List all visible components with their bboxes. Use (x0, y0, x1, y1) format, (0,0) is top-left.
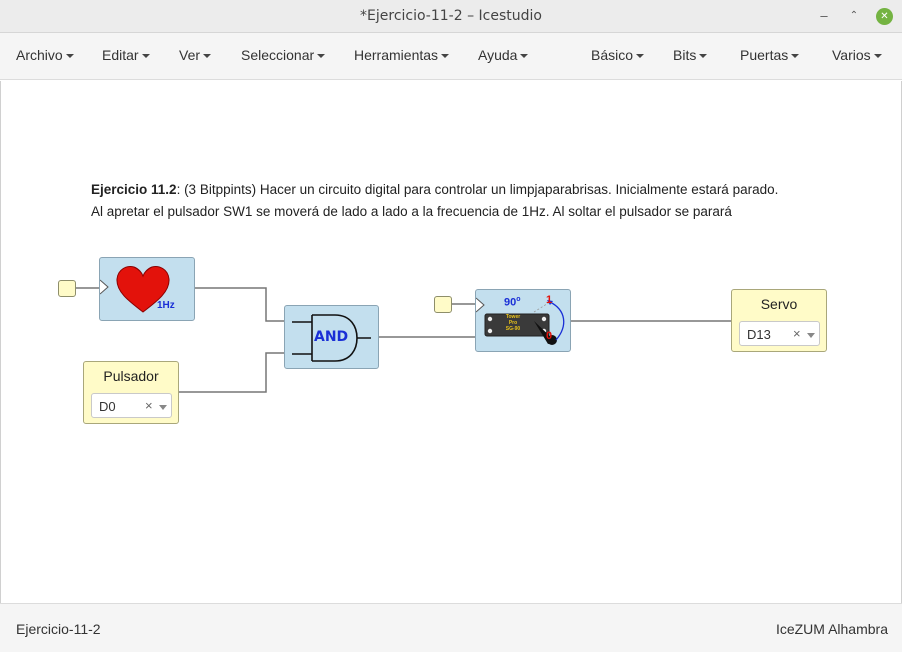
window-title: *Ejercicio-11-2 – Icestudio (360, 8, 542, 24)
caret-down-icon (636, 54, 645, 59)
caret-down-icon (141, 54, 150, 59)
statement-line1: : (3 Bitppints) Hacer un circuito digita… (176, 182, 779, 197)
menu-herramientas[interactable]: Herramientas (354, 47, 450, 63)
caret-down-icon (203, 54, 212, 59)
servo-chip-label: Tower Pro SG-90 (505, 314, 521, 332)
and-gate-icon (292, 314, 371, 362)
statement-line2: Al apretar el pulsador SW1 se moverá de … (91, 204, 732, 219)
menu-basico[interactable]: Básico (591, 47, 645, 63)
exercise-statement: Ejercicio 11.2: (3 Bitppints) Hacer un c… (91, 179, 851, 223)
menu-editar[interactable]: Editar (102, 47, 150, 63)
clear-icon[interactable]: × (145, 398, 153, 413)
menu-bits[interactable]: Bits (673, 47, 708, 63)
statement-title: Ejercicio 11.2 (91, 182, 177, 197)
servo-output-label: Servo (760, 296, 798, 312)
caret-down-icon (441, 54, 450, 59)
minimize-icon[interactable]: ‒ (820, 8, 828, 23)
clock-label: 1Hz (157, 300, 175, 311)
menu-ver[interactable]: Ver (179, 47, 212, 63)
menu-ayuda[interactable]: Ayuda (478, 47, 529, 63)
pulsador-input-block[interactable]: Pulsador D0 × (83, 361, 179, 424)
and-gate-label: AND (314, 329, 349, 345)
input-pin-servo[interactable] (434, 296, 452, 313)
caret-down-icon (699, 54, 708, 59)
circuit-canvas[interactable]: Ejercicio 11.2: (3 Bitppints) Hacer un c… (0, 81, 902, 603)
statusbar: Ejercicio-11-2 IceZUM Alhambra (0, 603, 902, 652)
close-icon[interactable]: ✕ (876, 8, 893, 25)
input-pin-clock[interactable] (58, 280, 76, 297)
servo-mark-zero: 0 (546, 330, 553, 342)
window-titlebar: *Ejercicio-11-2 – Icestudio ‒ ⌃ ✕ (0, 0, 902, 33)
wire-clock-and (194, 287, 285, 322)
project-name: Ejercicio-11-2 (16, 621, 101, 637)
caret-down-icon (873, 54, 882, 59)
wire-pulsador-and (178, 352, 285, 393)
servo-pin-value: D13 (747, 327, 771, 342)
servo-pin-select[interactable]: D13 × (739, 321, 820, 346)
caret-down-icon (791, 54, 800, 59)
servo-icon (476, 297, 565, 345)
dropdown-arrow-icon[interactable] (807, 333, 815, 338)
servo-mark-one: 1 (546, 294, 553, 306)
menu-archivo[interactable]: Archivo (16, 47, 74, 63)
servo-angle: 90o (504, 296, 521, 309)
heart-icon (100, 266, 170, 313)
clear-icon[interactable]: × (793, 326, 801, 341)
caret-down-icon (65, 54, 74, 59)
board-name[interactable]: IceZUM Alhambra (775, 621, 888, 637)
menu-seleccionar[interactable]: Seleccionar (241, 47, 326, 63)
servo-block[interactable]: 90o 1 0 Tower Pro SG-90 (475, 289, 571, 352)
pulsador-pin-value: D0 (99, 399, 116, 414)
servo-output-block[interactable]: Servo D13 × (731, 289, 827, 352)
pulsador-label: Pulsador (103, 368, 159, 384)
pulsador-pin-select[interactable]: D0 × (91, 393, 172, 418)
caret-down-icon (520, 54, 529, 59)
menubar: Archivo Editar Ver Seleccionar Herramien… (0, 33, 902, 80)
clock-block-1hz[interactable]: 1Hz (99, 257, 195, 321)
dropdown-arrow-icon[interactable] (159, 405, 167, 410)
caret-down-icon (317, 54, 326, 59)
maximize-icon[interactable]: ⌃ (849, 10, 859, 21)
wires (76, 287, 732, 393)
menu-puertas[interactable]: Puertas (740, 47, 800, 63)
and-gate-block[interactable]: AND (284, 305, 379, 369)
menu-varios[interactable]: Varios (832, 47, 882, 63)
